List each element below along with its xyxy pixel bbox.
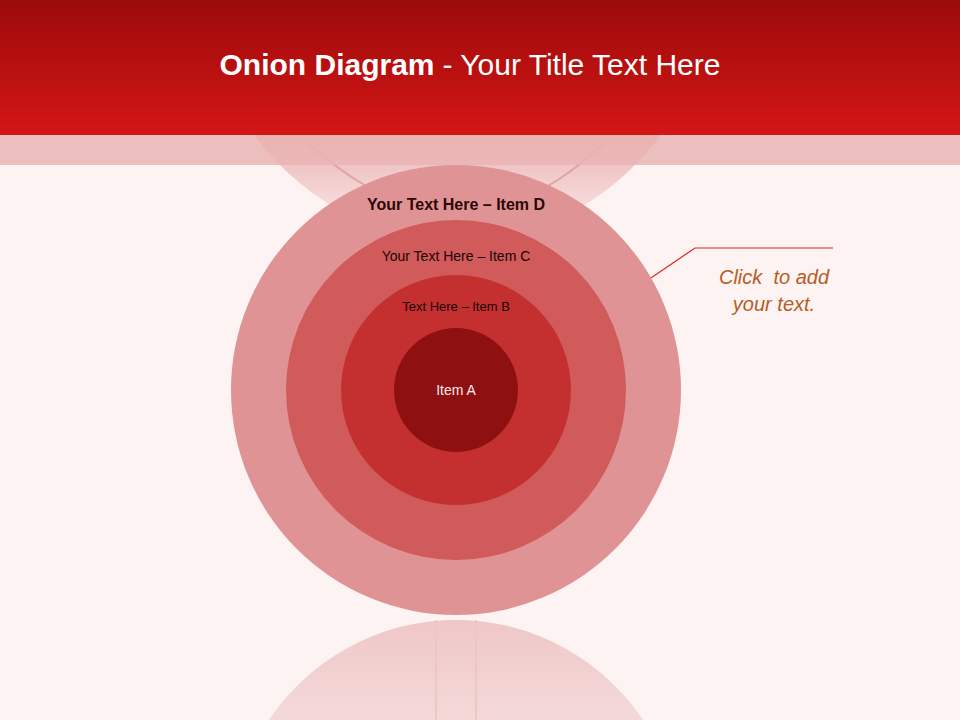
header-band — [0, 135, 960, 165]
onion-core: Item A — [394, 328, 518, 452]
onion-ring: Text Here – Item B Item A — [341, 275, 571, 505]
callout-text: Click to add your text. — [700, 264, 848, 318]
onion-ring-outer: Your Text Here – Item D Your Text Here – … — [231, 165, 681, 615]
header: Onion Diagram- Your Title Text Here — [0, 0, 960, 135]
title-subtext: - Your Title Text Here — [443, 48, 721, 82]
header-bar — [0, 0, 960, 135]
ring-label: Text Here – Item B — [402, 300, 510, 315]
ring-label: Item A — [436, 382, 476, 398]
ring-label: Your Text Here – Item D — [367, 196, 545, 214]
onion-ring: Your Text Here – Item C Text Here – Item … — [286, 220, 626, 560]
title-row: Onion Diagram- Your Title Text Here — [220, 48, 721, 82]
reflection — [231, 620, 681, 720]
slide-title: Onion Diagram — [220, 48, 435, 82]
ring-label: Your Text Here – Item C — [382, 248, 531, 264]
reflection-stem — [436, 620, 476, 720]
